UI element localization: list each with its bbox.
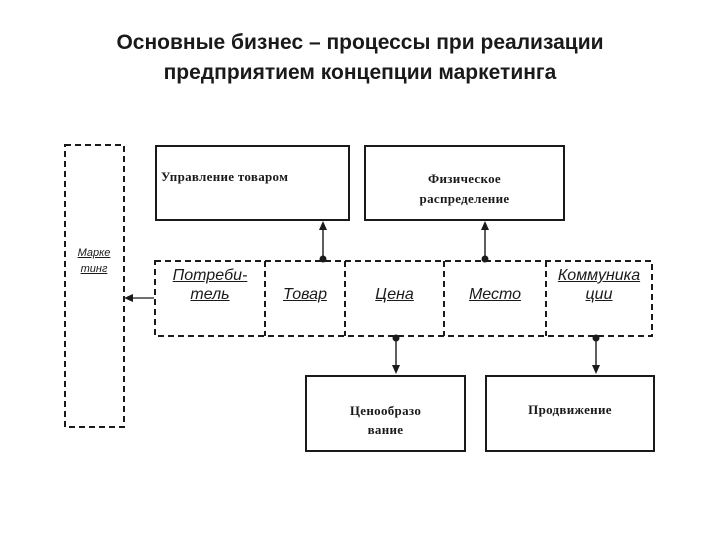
place-label: Место	[468, 286, 522, 303]
physical-distribution-box: Физическое распределение	[364, 145, 565, 221]
mix-cell-communications: Коммуника ции	[546, 266, 652, 304]
marketing-label-line-2: тинг	[80, 263, 108, 275]
mix-cell-consumer: Потреби- тель	[160, 266, 260, 304]
place-connector-arrowhead	[481, 221, 489, 230]
mix-cell-product: Товар	[265, 285, 345, 304]
communications-line-2: ции	[585, 286, 613, 303]
marketing-frame	[64, 144, 125, 428]
pricing-box: Ценообразо вание	[305, 375, 466, 452]
diagram-title: Основные бизнес – процессы при реализаци…	[0, 28, 720, 88]
product-connector-arrowhead	[319, 221, 327, 230]
product-label: Товар	[283, 286, 327, 303]
consumer-to-marketing-arrowhead	[124, 294, 133, 302]
product-management-label: Управление товаром	[161, 169, 289, 184]
physical-distribution-line-1: Физическое	[428, 171, 501, 186]
marketing-label: Марке тинг	[70, 245, 118, 277]
price-label: Цена	[375, 286, 414, 303]
consumer-line-1: Потреби-	[172, 267, 248, 284]
title-line-2: предприятием концепции маркетинга	[163, 61, 557, 84]
promotion-box: Продвижение	[485, 375, 655, 452]
physical-distribution-line-2: распределение	[419, 191, 510, 206]
title-line-1: Основные бизнес – процессы при реализаци…	[116, 31, 604, 54]
mix-cell-place: Место	[444, 285, 546, 304]
mix-cell-price: Цена	[345, 285, 444, 304]
promotion-label: Продвижение	[528, 402, 612, 417]
pricing-line-2: вание	[367, 422, 404, 437]
communications-connector-arrowhead	[592, 365, 600, 374]
place-connector-dot	[481, 255, 489, 263]
communications-line-1: Коммуника	[557, 267, 641, 284]
pricing-line-1: Ценообразо	[349, 403, 422, 418]
marketing-label-line-1: Марке	[77, 247, 111, 259]
price-connector-arrowhead	[392, 365, 400, 374]
consumer-line-2: тель	[190, 286, 230, 303]
marketing-mix-frame	[154, 260, 653, 337]
product-management-box: Управление товаром	[155, 145, 350, 221]
product-connector-dot	[319, 255, 327, 263]
